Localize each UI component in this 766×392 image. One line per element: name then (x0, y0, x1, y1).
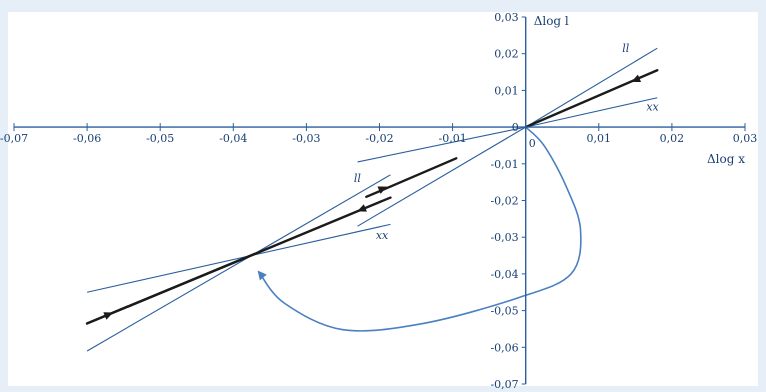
arrowhead-path-right (631, 74, 642, 83)
arrowhead-path-lower-start (103, 312, 114, 320)
y-tick-label: -0,01 (490, 158, 518, 171)
adjustment-curve (258, 126, 582, 332)
adjustment-curve-group (257, 126, 582, 332)
y-axis-title: Δlog l (534, 14, 569, 28)
x-tick-label: -0,04 (219, 132, 247, 145)
y-tick-label: 0,01 (494, 84, 519, 97)
plot-background (8, 12, 758, 386)
reference-line-ll-shifted (86, 174, 391, 352)
reference-lines (86, 47, 658, 352)
y-tick-label: 0,03 (494, 11, 519, 24)
reference-line-lower-thin (357, 126, 526, 227)
y-tick-label: -0,02 (490, 195, 518, 208)
thick-series-path-lower-start (85, 252, 257, 325)
y-tick-label: 0 (512, 121, 519, 134)
y-tick-label: 0,02 (494, 48, 519, 61)
curve-label-ll: ll (354, 172, 362, 185)
curve-label-ll: ll (622, 42, 630, 55)
reference-line-upper-thin (357, 126, 526, 163)
x-tick-label: -0,02 (365, 132, 393, 145)
x-tick-label: 0,03 (733, 132, 758, 145)
x-tick-label: -0,07 (0, 132, 28, 145)
reference-line-xx-shifted (86, 223, 391, 293)
arrowhead-path-lower (357, 204, 367, 212)
x-axis-title: Δlog x (707, 152, 745, 166)
x-tick-label: 0,01 (587, 132, 612, 145)
y-tick-label: -0,03 (490, 231, 518, 244)
reference-line-xx-origin (525, 97, 658, 128)
thick-series-path-upper (365, 157, 458, 199)
thick-series-group (85, 69, 659, 325)
x-tick-label: -0,06 (73, 132, 101, 145)
y-tick-label: -0,04 (490, 268, 518, 281)
adjustment-curve-arrow (257, 270, 267, 281)
y-tick-label: -0,07 (490, 378, 518, 391)
reference-line-ll-origin (525, 47, 658, 128)
y-tick-label: -0,06 (490, 341, 518, 354)
arrowhead-path-upper (377, 186, 388, 194)
y-tick-label: -0,05 (490, 305, 518, 318)
curve-labels: ll xx ll xx (354, 42, 660, 242)
x-tick-label: -0,01 (438, 132, 466, 145)
x-ticks: -0,07 -0,06 -0,05 -0,04 -0,03 -0,02 -0,01 0,01 0… (0, 123, 757, 145)
y-ticks: 0,03 0,02 0,01 0 -0,01 -0,02 -0,03 -0,04 -0,05 -0… (490, 11, 526, 391)
curve-label-xx: xx (646, 101, 659, 114)
curve-label-xx: xx (376, 229, 389, 242)
x-tick-label: 0,02 (660, 132, 685, 145)
origin-label: 0 (529, 137, 536, 150)
x-tick-label: -0,05 (146, 132, 174, 145)
x-tick-label: -0,03 (292, 132, 320, 145)
